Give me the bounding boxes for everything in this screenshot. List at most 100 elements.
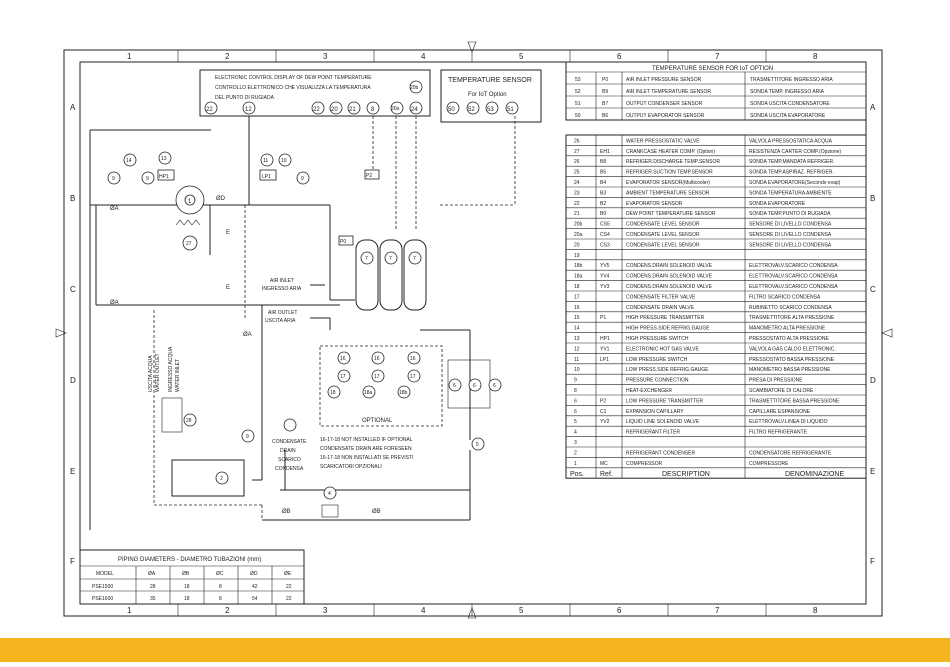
parts-cell: MANOMETRO BASSA PRESSIONE (749, 367, 831, 373)
svg-text:6: 6 (473, 383, 476, 389)
parts-cell: ELETTROVALV.SCARICO CONDENSA (749, 284, 838, 290)
pipe-label-d: ØD (216, 196, 226, 202)
tag-50: 50 (448, 107, 455, 113)
parts-cell: EH1 (600, 149, 610, 155)
water-valve-symbol (161, 397, 183, 433)
parts-cell: 19 (574, 253, 580, 259)
parts-cell: PRESA DI PRESSIONE (749, 378, 803, 384)
tag-8: 8 (371, 107, 375, 113)
parts-cell: DEW POINT TEMPERATURE SENSOR (626, 211, 716, 217)
tag-21: 21 (349, 107, 356, 113)
svg-text:7: 7 (389, 256, 392, 262)
parts-cell: FILTRO SCARICO CONDENSA (749, 294, 821, 300)
svg-text:PSE1600: PSE1600 (92, 596, 113, 602)
svg-text:AIR INLET PRESSURE SENSOR: AIR INLET PRESSURE SENSOR (626, 77, 702, 83)
svg-text:9: 9 (301, 176, 304, 182)
svg-text:SONDA USCITA EVAPORATORE: SONDA USCITA EVAPORATORE (750, 113, 826, 119)
pipe-label-b2: ØB (372, 509, 381, 515)
parts-cell: 4 (574, 430, 577, 436)
svg-text:P2: P2 (366, 173, 372, 179)
svg-text:6: 6 (493, 383, 496, 389)
parts-cell: CONDENSATE LEVEL SENSOR (626, 242, 700, 248)
control-box-line3: DEL PUNTO DI RUGIADA (215, 95, 275, 101)
row-markers: A B C D E F A B C D E F (55, 41, 893, 619)
temp-sensor-subtitle: For IoT Option (468, 92, 507, 98)
parts-cell: SENSORE DI LIVELLO CONDENSA (749, 222, 832, 228)
svg-text:18: 18 (184, 596, 190, 602)
col-5-top: 5 (519, 52, 524, 61)
parts-cell: TRASMETTITORE BASSA PRESSIONE (749, 398, 840, 404)
component-2: 2 (220, 476, 223, 482)
svg-text:PSE1500: PSE1500 (92, 584, 113, 590)
center-arrow-left (55, 328, 67, 338)
parts-cell: B4 (600, 180, 606, 186)
parts-cell: YV4 (600, 274, 610, 280)
parts-cell: EVAPORATOR SENSOR (626, 201, 683, 207)
parts-cell: CONDENSATORE REFRIGERANTE (749, 450, 832, 456)
parts-cell: B0 (600, 211, 606, 217)
col-3-bottom: 3 (323, 606, 328, 615)
parts-cell: SCAMBIATORE DI CALORE (749, 388, 814, 394)
parts-cell: 3 (574, 440, 577, 446)
parts-cell: VALVOLA GAS CALDO ELETTRONIC. (749, 346, 836, 352)
svg-text:P0: P0 (340, 239, 346, 245)
svg-text:8: 8 (219, 596, 222, 602)
parts-cell: WATER PRESSOSTATIC VALVE (626, 138, 700, 144)
svg-text:28: 28 (150, 584, 156, 590)
parts-cell: 14 (574, 326, 580, 332)
svg-text:ØB: ØB (182, 571, 190, 577)
water-in-it: INGRESSO ACQUA (168, 346, 174, 392)
pipe-label-e2: E (226, 285, 230, 291)
parts-cell: RUBINETTO SCARICO CONDENSA (749, 305, 832, 311)
parts-cell: SONDA TEMP.ASPIRAZ. REFRIGER. (749, 170, 834, 176)
svg-text:18: 18 (330, 390, 336, 396)
svg-text:MODEL: MODEL (96, 571, 114, 577)
parts-cell: VALVOLA PRESSOSTATICA ACQUA (749, 138, 833, 144)
parts-cell: 6 (574, 409, 577, 415)
svg-text:4: 4 (328, 491, 331, 497)
parts-cell: CONDENS.DRAIN SOLENOID VALVE (626, 284, 713, 290)
parts-cell: YV1 (600, 346, 610, 352)
tag-12: 12 (245, 107, 252, 113)
water-out-en: WATER OUTLET (155, 353, 161, 392)
svg-text:9: 9 (112, 176, 115, 182)
tag-20b: 20b (410, 85, 419, 91)
col-6-bottom: 6 (617, 606, 622, 615)
parts-cell: 22 (574, 201, 580, 207)
center-arrow-top (467, 41, 477, 53)
parts-cell: EVAPORATOR SENSOR(Multicooler) (626, 180, 710, 186)
control-box-line2: CONTROLLO ELETTRONICO CHE VISUALIZZA LA … (215, 85, 371, 91)
parts-cell: 16 (574, 305, 580, 311)
level-sensors: 6 6 6 (447, 359, 502, 409)
parts-cell: 24 (574, 180, 580, 186)
parts-cell: MANOMETRO ALTA PRESSIONE (749, 326, 826, 332)
row-d-right: D (870, 376, 876, 385)
svg-text:B6: B6 (602, 113, 608, 119)
parts-cell: PRESSOSTATO ALTA PRESSIONE (749, 336, 830, 342)
component-1: 1 (188, 199, 192, 205)
parts-cell: HIGH PRESS.SIDE REFRIG.GAUGE (626, 326, 710, 332)
col-4-bottom: 4 (421, 606, 426, 615)
parts-cell: COMPRESSOR (626, 461, 663, 467)
condenser-symbol (171, 459, 245, 497)
air-inlet-label-it: INGRESSO ARIA (262, 286, 302, 292)
parts-cell: CONDENSATE DRAIN VALVE (626, 305, 695, 311)
note-2: CONDENSATE DRAIN ARE FORESEEN (320, 446, 412, 452)
col-3-top: 3 (323, 52, 328, 61)
parts-header: DENOMINAZIONE (785, 471, 844, 478)
parts-cell: COMPRESSORE (749, 461, 789, 467)
parts-header: Ref. (600, 471, 613, 478)
row-c-right: C (870, 285, 876, 294)
svg-text:6: 6 (453, 383, 456, 389)
brand-color-band (0, 638, 950, 662)
piping (89, 116, 516, 530)
tag-20: 20 (331, 107, 338, 113)
parts-cell: 12 (574, 346, 580, 352)
row-b-right: B (870, 194, 875, 203)
parts-cell: LOW PRESSURE SWITCH (626, 357, 688, 363)
parts-cell: REFRIGER.DISCHARGE TEMP.SENSOR (626, 159, 720, 165)
parts-cell: ELETTROVALV.SCARICO CONDENSA (749, 263, 838, 269)
parts-cell: PRESSURE CONNECTION (626, 378, 689, 384)
svg-text:16: 16 (374, 356, 380, 362)
